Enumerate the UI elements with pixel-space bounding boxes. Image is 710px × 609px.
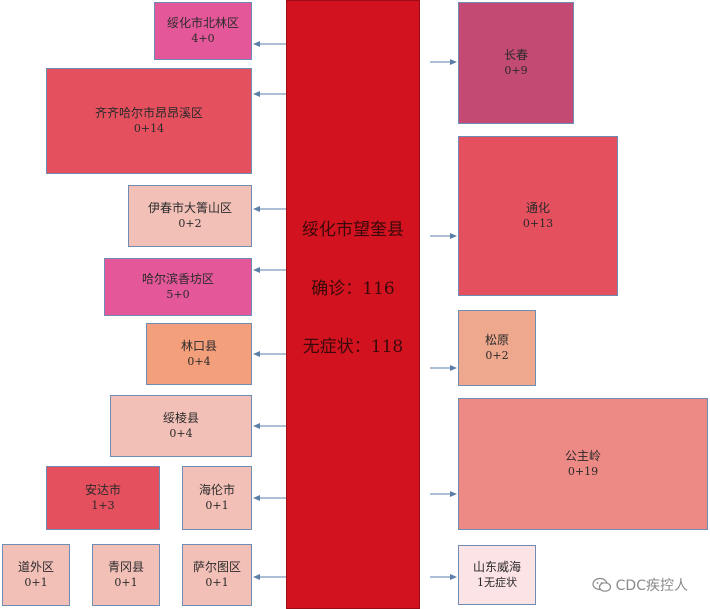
box-name: 山东威海: [472, 560, 521, 574]
box-value: 0+1: [24, 576, 48, 589]
box-right-3: 松原 0+2: [458, 310, 536, 386]
box-name: 海伦市: [198, 483, 235, 497]
box-value: 0+1: [205, 576, 229, 589]
box-name: 公主岭: [564, 449, 601, 463]
box-value: 0+9: [504, 64, 528, 77]
box-value: 0+13: [522, 217, 554, 230]
box-value: 0+2: [485, 349, 509, 362]
box-value: 0+4: [169, 427, 193, 440]
box-name: 绥化市北林区: [166, 16, 239, 30]
box-right-1: 长春 0+9: [458, 2, 574, 124]
box-left-6: 绥棱县 0+4: [110, 395, 252, 457]
watermark-text: CDC疾控人: [615, 578, 688, 594]
box-right-2: 通化 0+13: [458, 136, 618, 296]
box-left-11: 萨尔图区 0+1: [182, 544, 252, 606]
box-value: 4+0: [191, 32, 215, 45]
box-name: 萨尔图区: [192, 560, 241, 574]
box-left-3: 伊春市大箐山区 0+2: [128, 185, 252, 247]
box-name: 松原: [484, 333, 509, 347]
box-value: 0+1: [114, 576, 138, 589]
box-name: 齐齐哈尔市昂昂溪区: [94, 106, 203, 120]
box-left-9: 道外区 0+1: [2, 544, 70, 606]
box-name: 长春: [503, 48, 528, 62]
box-value: 0+4: [187, 355, 211, 368]
box-value: 1+3: [91, 499, 115, 512]
box-name: 林口县: [180, 339, 217, 353]
box-name: 道外区: [17, 560, 54, 574]
box-name: 通化: [525, 201, 550, 215]
watermark: CDC疾控人: [592, 575, 688, 595]
box-value: 0+2: [178, 217, 202, 230]
box-left-7: 安达市 1+3: [46, 466, 160, 530]
center-title: 绥化市望奎县: [302, 220, 404, 240]
box-name: 伊春市大箐山区: [147, 201, 232, 215]
box-value: 1无症状: [477, 576, 517, 589]
box-right-4: 公主岭 0+19: [458, 398, 708, 530]
box-value: 0+19: [567, 465, 599, 478]
box-right-5: 山东威海 1无症状: [458, 545, 536, 605]
box-left-5: 林口县 0+4: [146, 323, 252, 385]
box-left-1: 绥化市北林区 4+0: [154, 2, 252, 60]
center-asymptomatic: 无症状：118: [302, 337, 404, 357]
box-name: 哈尔滨香坊区: [141, 272, 214, 286]
box-left-8: 海伦市 0+1: [182, 466, 252, 530]
box-left-2: 齐齐哈尔市昂昂溪区 0+14: [46, 68, 252, 174]
box-name: 安达市: [84, 483, 121, 497]
box-left-10: 青冈县 0+1: [92, 544, 160, 606]
box-left-4: 哈尔滨香坊区 5+0: [104, 258, 252, 316]
center-confirmed: 确诊：116: [311, 279, 395, 299]
box-value: 0+14: [133, 122, 165, 135]
box-value: 5+0: [166, 288, 190, 301]
box-name: 青冈县: [107, 560, 144, 574]
center-source-box: 绥化市望奎县 确诊：116 无症状：118: [286, 0, 420, 609]
box-name: 绥棱县: [162, 411, 199, 425]
wechat-icon: [592, 577, 611, 592]
box-value: 0+1: [205, 499, 229, 512]
